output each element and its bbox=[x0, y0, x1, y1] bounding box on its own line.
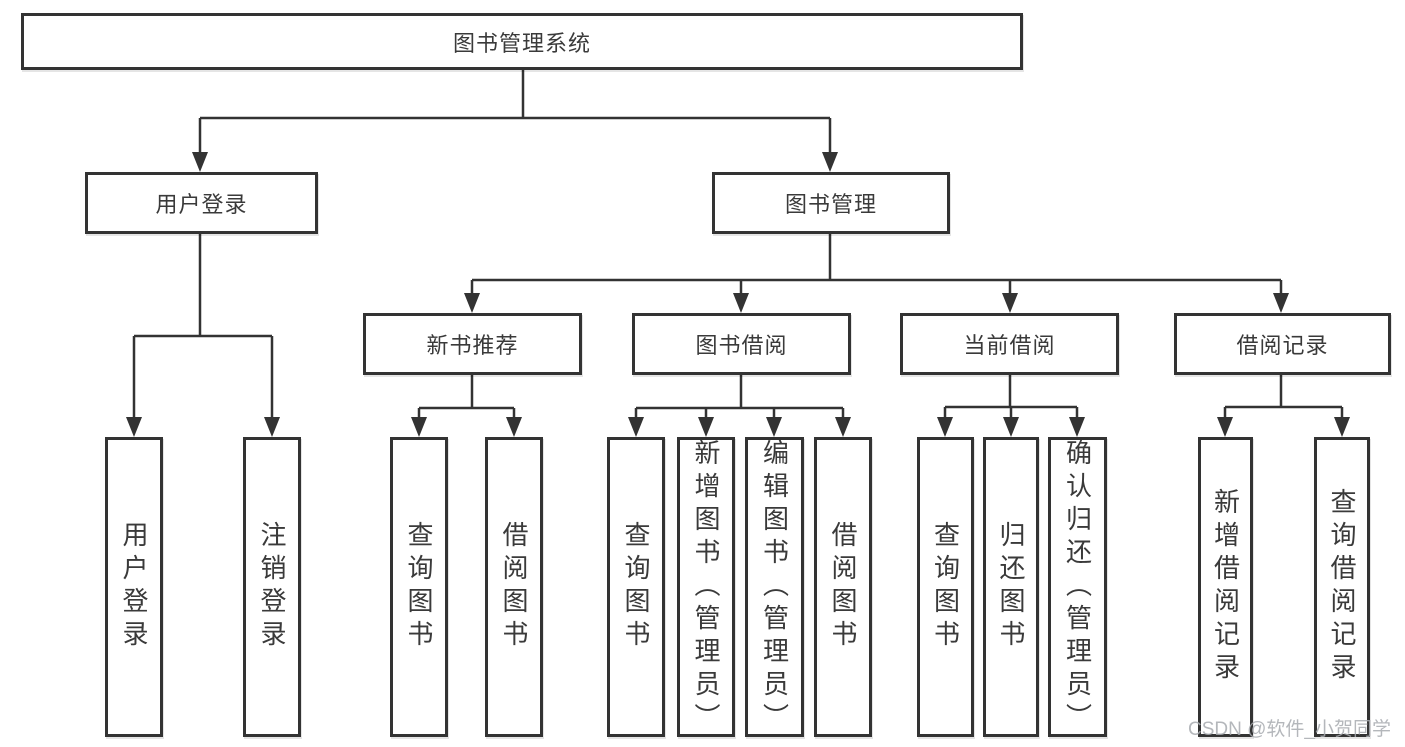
node-label: 图书借阅 bbox=[695, 333, 788, 358]
leaf-label: 查询借阅记录 bbox=[1327, 488, 1357, 686]
leaf-return-books: 归还图书 bbox=[983, 437, 1039, 737]
leaf-logout: 注销登录 bbox=[243, 437, 301, 737]
node-label: 图书管理系统 bbox=[452, 30, 591, 56]
leaf-label: 编辑图书（管理员） bbox=[759, 438, 790, 736]
leaf-add-books-admin: 新增图书（管理员） bbox=[677, 437, 735, 737]
leaf-query-books-1: 查询图书 bbox=[390, 437, 448, 737]
leaf-label: 借阅图书 bbox=[828, 521, 858, 653]
node-borrowing-records: 借阅记录 bbox=[1174, 313, 1391, 375]
leaf-edit-books-admin: 编辑图书（管理员） bbox=[745, 437, 804, 737]
node-current-borrowing: 当前借阅 bbox=[900, 313, 1119, 375]
node-label: 借阅记录 bbox=[1236, 333, 1329, 358]
leaf-label: 新增借阅记录 bbox=[1210, 488, 1241, 686]
leaf-query-books-3: 查询图书 bbox=[917, 437, 974, 737]
leaf-label: 查询图书 bbox=[621, 521, 651, 653]
leaf-borrow-books-2: 借阅图书 bbox=[814, 437, 872, 737]
node-label: 用户登录 bbox=[155, 192, 248, 217]
leaf-label: 查询图书 bbox=[404, 521, 434, 653]
leaf-user-login: 用户登录 bbox=[105, 437, 163, 737]
leaf-label: 注销登录 bbox=[257, 521, 287, 653]
node-label: 当前借阅 bbox=[963, 333, 1056, 358]
leaf-label: 新增图书（管理员） bbox=[691, 438, 721, 736]
node-label: 图书管理 bbox=[784, 192, 877, 217]
node-label: 新书推荐 bbox=[426, 333, 519, 358]
leaf-label: 确认归还（管理员） bbox=[1062, 438, 1093, 736]
leaf-label: 用户登录 bbox=[119, 521, 149, 653]
node-new-book-recommendation: 新书推荐 bbox=[363, 313, 582, 375]
leaf-query-borrow-record: 查询借阅记录 bbox=[1314, 437, 1370, 737]
leaf-label: 借阅图书 bbox=[499, 521, 529, 653]
node-book-management: 图书管理 bbox=[712, 172, 950, 234]
leaf-add-borrow-record: 新增借阅记录 bbox=[1198, 437, 1253, 737]
node-user-login: 用户登录 bbox=[85, 172, 318, 234]
leaf-label: 查询图书 bbox=[930, 521, 961, 653]
csdn-watermark: CSDN @软件_小贺同学 bbox=[1188, 719, 1391, 740]
leaf-borrow-books-1: 借阅图书 bbox=[485, 437, 543, 737]
leaf-label: 归还图书 bbox=[996, 521, 1026, 653]
node-book-borrowing: 图书借阅 bbox=[632, 313, 851, 375]
leaf-query-books-2: 查询图书 bbox=[607, 437, 665, 737]
leaf-confirm-return-admin: 确认归还（管理员） bbox=[1048, 437, 1107, 737]
node-library-management-system: 图书管理系统 bbox=[21, 13, 1023, 70]
